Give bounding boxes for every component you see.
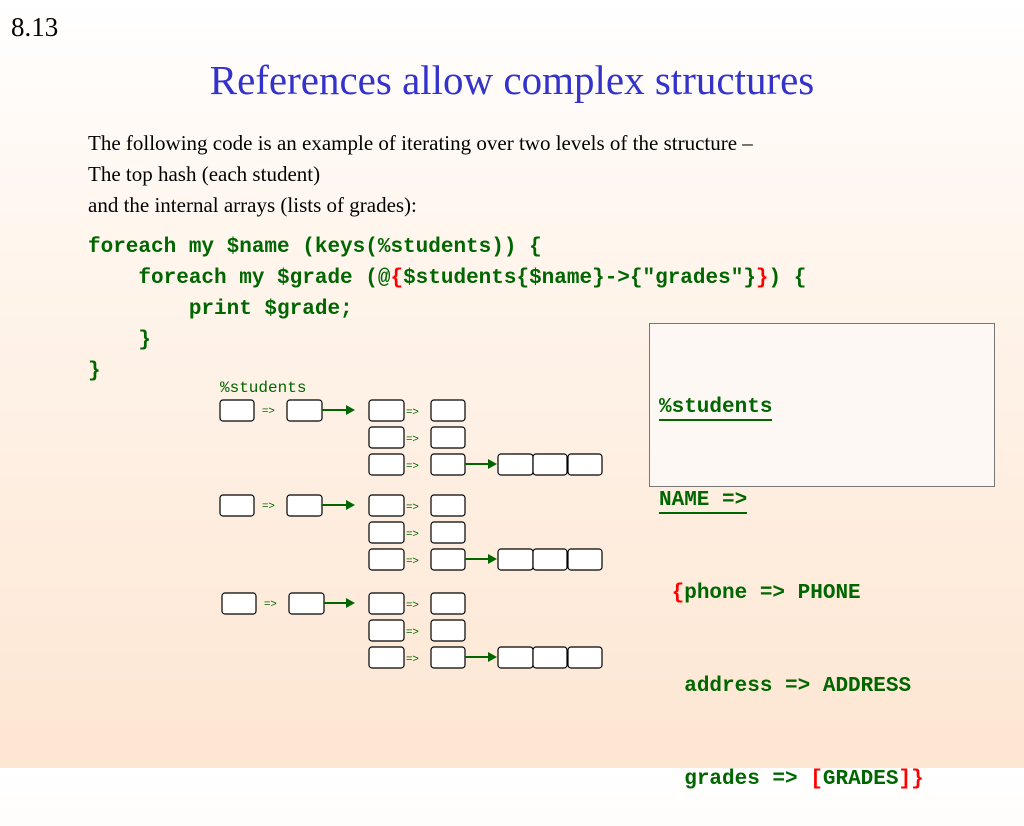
- code-line-3: print $grade;: [88, 298, 353, 321]
- inner-value-box: [430, 494, 466, 517]
- code-line-2: foreach my $grade (@{$students{$name}->{…: [88, 267, 807, 290]
- inner-key-box: [368, 592, 405, 615]
- inner-value-box: [430, 426, 466, 449]
- grade-cell: [532, 453, 568, 476]
- inner-arrow-label: =>: [406, 501, 419, 513]
- intro-text: The following code is an example of iter…: [88, 128, 753, 221]
- intro-line-2: The top hash (each student): [88, 162, 321, 186]
- inner-key-box: [368, 399, 405, 422]
- inner-value-box: [430, 646, 466, 669]
- structure-grades-line: grades => [GRADES]}: [684, 768, 924, 791]
- inner-value-box: [430, 521, 466, 544]
- hash-ref-arrow-head: [346, 598, 355, 608]
- code-line-5: }: [88, 360, 101, 383]
- diagram-groups: => => => => => => => => => => => =>: [219, 399, 603, 669]
- inner-arrow-label: =>: [406, 653, 419, 665]
- grade-cell: [567, 453, 603, 476]
- inner-value-box: [430, 592, 466, 615]
- structure-phone-line: {phone => PHONE: [671, 582, 861, 605]
- hash-arrow-label: =>: [264, 598, 277, 610]
- structure-address-line: address => ADDRESS: [684, 675, 912, 698]
- inner-arrow-label: =>: [406, 433, 419, 445]
- inner-key-box: [368, 453, 405, 476]
- code-line-1: foreach my $name (keys(%students)) {: [88, 236, 542, 259]
- inner-key-box: [368, 646, 405, 669]
- slide-title: References allow complex structures: [209, 57, 815, 103]
- grade-cell: [532, 548, 568, 571]
- inner-arrow-label: =>: [406, 626, 419, 638]
- structure-diagram: %students => => => => => => => => => => => =>: [219, 379, 603, 669]
- hash-ref-arrow-head: [346, 405, 355, 415]
- code-block: foreach my $name (keys(%students)) { for…: [88, 232, 806, 387]
- inner-arrow-label: =>: [406, 406, 419, 418]
- slide-number: 8.13: [11, 12, 59, 42]
- hash-ref-arrow-head: [346, 500, 355, 510]
- inner-key-box: [368, 494, 405, 517]
- array-ref-arrow-head: [488, 652, 497, 662]
- structure-box: %students NAME => {phone => PHONE addres…: [649, 323, 995, 791]
- grade-cell: [532, 646, 568, 669]
- code-line-4: }: [88, 329, 152, 352]
- grade-cell: [567, 548, 603, 571]
- inner-value-box: [430, 619, 466, 642]
- inner-key-box: [368, 548, 405, 571]
- inner-arrow-label: =>: [406, 528, 419, 540]
- inner-arrow-label: =>: [406, 555, 419, 567]
- inner-value-box: [430, 399, 466, 422]
- hash-key-box: [219, 494, 255, 517]
- array-ref-arrow-head: [488, 459, 497, 469]
- structure-name-line: NAME =>: [659, 489, 748, 514]
- hash-value-box: [286, 494, 323, 517]
- grade-cell: [567, 646, 603, 669]
- inner-arrow-label: =>: [406, 599, 419, 611]
- hash-value-box: [288, 592, 325, 615]
- inner-key-box: [368, 426, 405, 449]
- inner-key-box: [368, 619, 405, 642]
- inner-value-box: [430, 453, 466, 476]
- inner-key-box: [368, 521, 405, 544]
- hash-arrow-label: =>: [262, 405, 275, 417]
- inner-value-box: [430, 548, 466, 571]
- hash-key-box: [221, 592, 257, 615]
- grade-cell: [497, 548, 534, 571]
- grade-cell: [497, 646, 534, 669]
- intro-line-3: and the internal arrays (lists of grades…: [88, 193, 417, 217]
- hash-key-box: [219, 399, 255, 422]
- grade-cell: [497, 453, 534, 476]
- hash-value-box: [286, 399, 323, 422]
- structure-title: %students: [659, 396, 773, 421]
- deref-close-brace: }: [755, 267, 769, 290]
- inner-arrow-label: =>: [406, 460, 419, 472]
- hash-arrow-label: =>: [262, 500, 275, 512]
- intro-line-1: The following code is an example of iter…: [88, 131, 753, 155]
- diagram-label: %students: [220, 379, 306, 397]
- array-ref-arrow-head: [488, 554, 497, 564]
- deref-open-brace: {: [390, 267, 404, 290]
